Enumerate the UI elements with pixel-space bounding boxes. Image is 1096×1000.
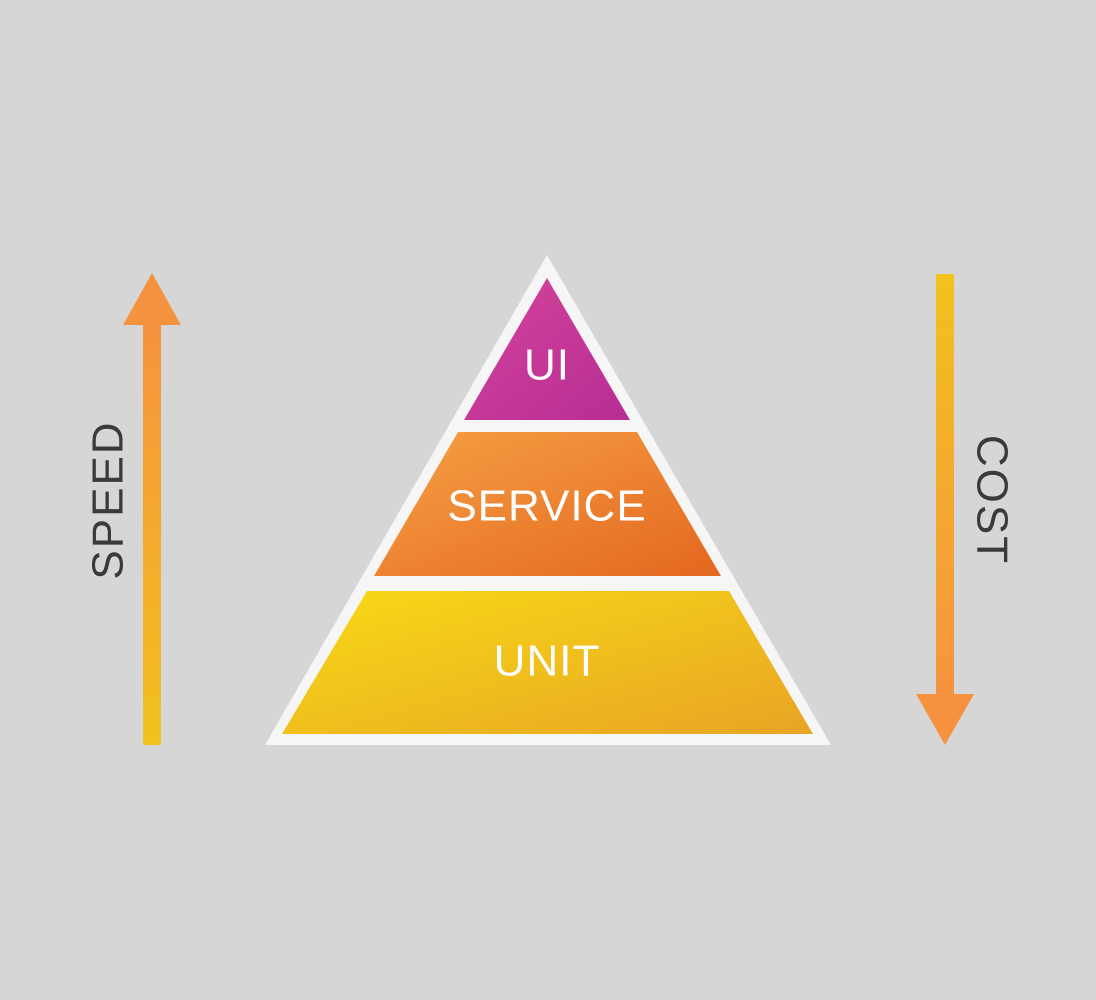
- layer-ui-label: UI: [524, 341, 570, 390]
- layer-ui: [464, 278, 630, 420]
- speed-arrow-up-icon: [123, 273, 181, 745]
- layer-service-label: SERVICE: [447, 482, 646, 531]
- cost-label: COST: [967, 435, 1016, 565]
- layer-service: [374, 432, 721, 576]
- speed-label: SPEED: [84, 420, 133, 579]
- cost-arrow-down-icon: [916, 274, 974, 745]
- layer-unit: [282, 591, 813, 734]
- layer-unit-label: UNIT: [494, 637, 601, 686]
